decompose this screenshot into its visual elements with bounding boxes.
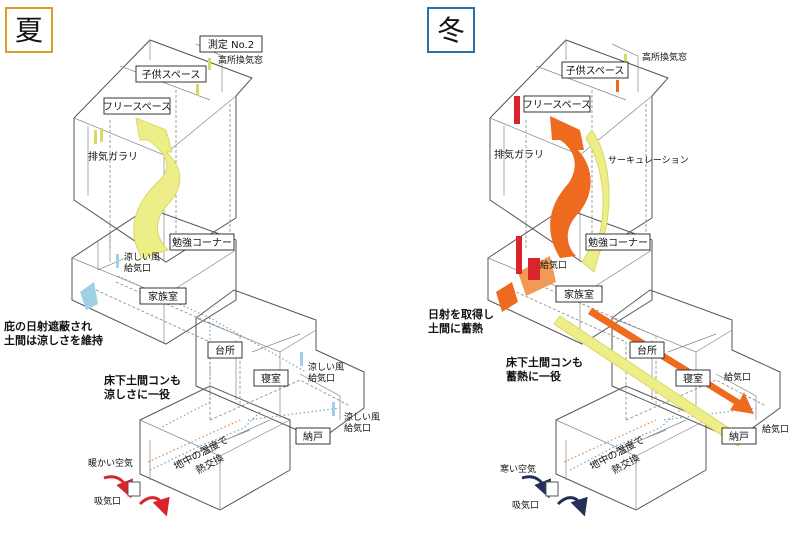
winter-label-family: 家族室 [555,285,603,303]
winter-panel: 冬 [427,7,789,517]
summer-measure-text: 測定 No.2 [208,38,254,51]
summer-warm-air: 暖かい空気 [88,457,133,469]
winter-badge: 冬 [427,7,475,53]
summer-intake-port: 吸気口 [94,495,121,507]
summer-panel: 夏 [4,7,380,517]
winter-rising-warm-arrow [550,116,591,258]
winter-supply-port-3: 給気口 [762,423,789,435]
summer-supply-port-3: 給気口 [344,422,371,434]
summer-label-kids: 子供スペース [135,65,207,83]
winter-floor-note-2: 蓄熱に一役 [506,369,561,383]
winter-label-storage: 納戸 [721,427,757,445]
winter-supply-port-2: 給気口 [724,371,751,383]
winter-high-window-vent [624,54,627,66]
winter-label-kids: 子供スペース [561,61,629,79]
winter-heat-block [496,282,518,312]
summer-storage-text: 納戸 [303,430,323,443]
summer-high-window: 高所換気窓 [218,54,263,66]
summer-label-family: 家族室 [139,287,187,305]
summer-badge: 夏 [5,7,53,53]
summer-label-free: フリースペース [103,97,171,115]
summer-floor-note-1: 床下土間コンも [104,373,181,387]
summer-kitchen-text: 台所 [215,344,235,357]
summer-season-char: 夏 [15,14,43,47]
summer-eave-note-2: 土間は涼しさを維持 [4,333,103,347]
winter-intake-port: 吸気口 [512,499,539,511]
summer-supply-port-2: 給気口 [308,372,335,384]
winter-kids-text: 子供スペース [566,64,625,77]
winter-floor-note-1: 床下土間コンも [506,355,583,369]
summer-label-study: 勉強コーナー [169,233,235,251]
summer-label-measure: 測定 No.2 [199,35,263,53]
winter-label-kitchen: 台所 [629,341,665,359]
summer-exhaust-gallery: 排気ガラリ [88,150,138,163]
winter-label-bedroom: 寝室 [675,369,711,387]
winter-sun-note-2: 土間に蓄熱 [428,321,483,335]
summer-kids-text: 子供スペース [142,68,201,81]
summer-label-bedroom: 寝室 [253,369,289,387]
summer-free-text: フリースペース [103,102,171,113]
winter-sun-ray-orange [588,308,754,414]
summer-eave-note-1: 庇の日射遮蔽され [4,319,92,333]
winter-exhaust-gallery: 排気ガラリ [494,148,544,161]
winter-red-vent-lower [516,236,522,274]
summer-label-storage: 納戸 [295,427,331,445]
winter-sun-note-1: 日射を取得し [428,307,494,321]
winter-free-text: フリースペース [523,100,591,111]
winter-intake-arrows [521,475,588,517]
winter-season-char: 冬 [437,14,465,47]
winter-kitchen-text: 台所 [637,344,657,357]
summer-vent-markers [94,58,335,416]
summer-intake-arrows [103,475,170,517]
winter-sun-ray-yellow [553,315,745,447]
winter-red-box [528,258,540,280]
summer-rising-air-arrow [133,117,181,259]
summer-badge-frame [5,7,53,53]
winter-study-text: 勉強コーナー [588,236,648,249]
summer-label-kitchen: 台所 [207,341,243,359]
winter-bedroom-text: 寝室 [683,372,703,385]
summer-cool-breeze-3: 涼しい風 [344,411,380,423]
winter-label-study: 勉強コーナー [585,233,651,251]
winter-family-text: 家族室 [564,288,594,301]
summer-study-text: 勉強コーナー [172,236,232,249]
summer-supply-port-1: 給気口 [124,262,151,274]
winter-small-vent [616,80,619,92]
summer-floor-note-2: 涼しさに一役 [104,387,170,401]
summer-cool-breeze-1: 涼しい風 [124,251,160,263]
winter-badge-frame [427,7,475,53]
winter-red-vent-upper [514,96,520,124]
winter-high-window: 高所換気窓 [642,51,687,63]
winter-circulation: サーキュレーション [608,155,689,166]
summer-bedroom-text: 寝室 [261,372,281,385]
winter-storage-text: 納戸 [729,430,749,443]
summer-shade-block [80,282,98,310]
winter-label-free: フリースペース [523,95,591,113]
winter-supply-port-1: 給気口 [540,259,567,271]
winter-cold-air: 寒い空気 [500,463,536,475]
summer-family-text: 家族室 [148,290,178,303]
summer-cool-breeze-2: 涼しい風 [308,361,344,373]
